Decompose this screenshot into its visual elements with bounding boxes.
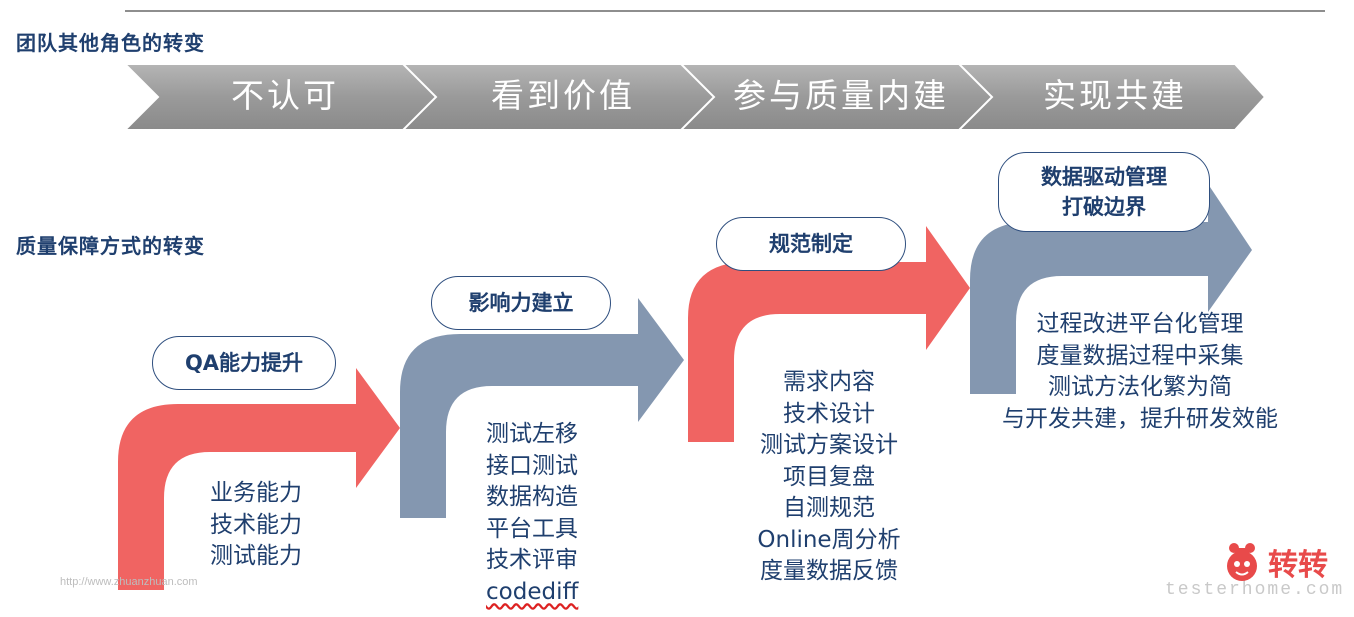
brand-logo: 转转	[1220, 540, 1328, 584]
stage-label-2: 看到价值	[491, 76, 635, 115]
list-item: 过程改进平台化管理	[1036, 311, 1244, 337]
step-title-4-line-1: 数据驱动管理	[1041, 165, 1167, 189]
list-item: 测试方案设计	[760, 432, 898, 458]
step-items-3: 需求内容 技术设计 测试方案设计 项目复盘 自测规范 Online周分析 度量数…	[740, 367, 918, 588]
step-title-4: 数据驱动管理 打破边界	[998, 152, 1210, 232]
step-arrow-3	[688, 226, 970, 442]
step-items-1: 业务能力 技术能力 测试能力	[210, 478, 302, 573]
list-item: 项目复盘	[783, 463, 875, 490]
list-item: 接口测试	[486, 452, 578, 479]
list-item: 平台工具	[486, 515, 578, 542]
top-divider	[125, 10, 1325, 12]
step-title-3: 规范制定	[716, 217, 906, 271]
list-item: 需求内容	[783, 369, 875, 395]
list-item: 度量数据过程中采集	[1036, 342, 1244, 369]
list-item: codediff	[486, 577, 578, 609]
stage-label-3: 参与质量内建	[733, 76, 949, 115]
step-title-2: 影响力建立	[431, 276, 611, 330]
list-item: 技术设计	[783, 400, 875, 427]
step-title-1: QA能力提升	[152, 336, 336, 390]
list-item: 测试左移	[486, 421, 578, 447]
source-url: http://www.zhuanzhuan.com	[60, 576, 198, 588]
list-item: 技术评审	[486, 547, 578, 573]
list-item: 技术能力	[210, 511, 302, 538]
step-title-4-line-2: 打破边界	[1062, 195, 1146, 219]
section-title-qa-approach: 质量保障方式的转变	[16, 234, 205, 258]
list-item: Online周分析	[757, 526, 901, 553]
brand-mascot-icon	[1227, 543, 1257, 581]
section-title-team-roles: 团队其他角色的转变	[16, 31, 205, 55]
list-item: 与开发共建，提升研发效能	[1002, 405, 1278, 432]
stage-chevron-4	[956, 63, 1267, 131]
step-arrow-2	[400, 298, 684, 518]
list-item: 业务能力	[210, 480, 302, 506]
step-arrow-1	[118, 368, 400, 590]
list-item: 测试方法化繁为简	[1048, 374, 1232, 400]
brand-name: 转转	[1268, 548, 1328, 583]
step-arrow-4	[970, 184, 1252, 394]
stage-label-1: 不认可	[231, 76, 339, 115]
watermark-text: testerhome.com	[1165, 580, 1345, 600]
list-item-text: codediff	[486, 578, 579, 605]
list-item: 度量数据反馈	[760, 558, 898, 584]
step-items-4: 过程改进平台化管理 度量数据过程中采集 测试方法化繁为简 与开发共建，提升研发效…	[980, 309, 1300, 435]
list-item: 自测规范	[783, 495, 875, 521]
list-item: 数据构造	[486, 484, 578, 510]
step-items-2: 测试左移 接口测试 数据构造 平台工具 技术评审 codediff	[486, 419, 578, 608]
list-item: 测试能力	[210, 543, 302, 569]
stage-label-4: 实现共建	[1043, 76, 1187, 115]
